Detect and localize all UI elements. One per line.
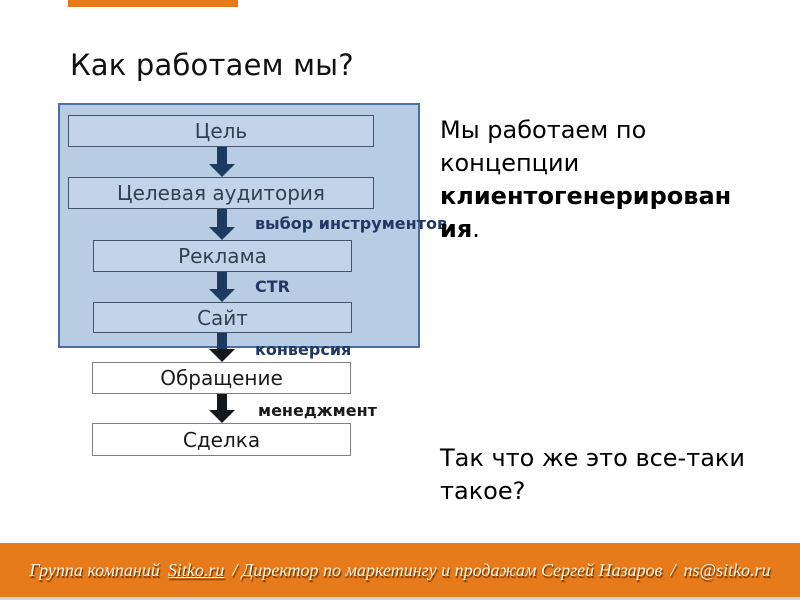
flow-box-goal: Цель [68, 115, 374, 147]
arrow-head-icon [209, 289, 235, 302]
arrow-shaft [217, 209, 227, 227]
concept-line3: клиентогенерирован [440, 182, 732, 210]
concept-line4-period: . [472, 215, 480, 243]
flow-box-site: Сайт [93, 302, 352, 333]
footer-email: ns@sitko.ru [683, 559, 771, 580]
arrow-label-conversion: конверсия [255, 340, 352, 359]
question-text: Так что же это все-таки такое? [440, 442, 785, 508]
arrow-head-icon [209, 410, 235, 423]
footer-company-prefix: Группа компаний [29, 559, 160, 580]
concept-line1: Мы работаем по [440, 116, 647, 144]
footer-role-text: / Директор по маркетингу и продажам Серг… [232, 559, 663, 580]
arrow-audience-to-ads [209, 209, 235, 240]
arrow-shaft [217, 147, 227, 164]
slide-title: Как работаем мы? [70, 48, 354, 82]
arrow-shaft [217, 272, 227, 289]
arrow-head-icon [209, 227, 235, 240]
bottom-strip [0, 597, 800, 600]
concept-line4: ия. [440, 213, 785, 246]
concept-line4-bold: ия [440, 215, 473, 243]
flow-box-audience: Целевая аудитория [68, 177, 374, 209]
footer-sitko-link[interactable]: Sitko.ru [167, 559, 225, 580]
arrow-label-management: менеджмент [258, 401, 377, 420]
arrow-site-to-request [209, 333, 235, 362]
arrow-head-icon [209, 349, 235, 362]
question-line2: такое? [440, 477, 526, 505]
arrow-request-to-deal [209, 394, 235, 423]
arrow-ads-to-site [209, 272, 235, 302]
arrow-goal-to-audience [209, 147, 235, 177]
arrow-shaft [217, 394, 227, 410]
concept-text: Мы работаем по концепции клиентогенериро… [440, 114, 785, 246]
footer-separator: / [670, 559, 676, 580]
arrow-shaft [217, 333, 227, 349]
arrow-head-icon [209, 164, 235, 177]
question-line1: Так что же это все-таки [440, 444, 745, 472]
arrow-label-ctr: CTR [255, 277, 290, 296]
flow-box-request: Обращение [92, 362, 351, 394]
flow-box-ads: Реклама [93, 240, 352, 272]
flow-box-deal: Сделка [92, 423, 351, 456]
concept-line2: концепции [440, 149, 580, 177]
accent-bar [68, 0, 238, 7]
footer-bar: Группа компаний Sitko.ru / Директор по м… [0, 543, 800, 597]
arrow-label-tools: выбор инструментов [255, 214, 448, 233]
